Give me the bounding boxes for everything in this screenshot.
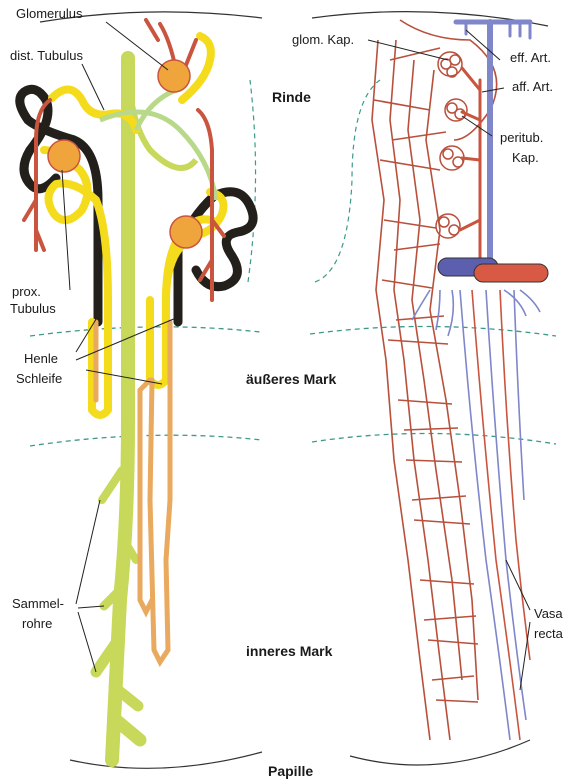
label-henle-1: Henle [24, 351, 58, 366]
capillary-network [372, 20, 497, 740]
label-glom-kap: glom. Kap. [292, 32, 354, 47]
label-sammel-1: Sammel- [12, 596, 64, 611]
glomerular-capillaries [436, 52, 467, 238]
zone-inneres-mark: inneres Mark [246, 643, 333, 659]
zone-papille: Papille [268, 763, 313, 779]
label-eff-art: eff. Art. [510, 50, 551, 65]
papilla-outline-right [350, 740, 530, 765]
label-glomerulus: Glomerulus [16, 6, 83, 21]
label-vasa-1: Vasa [534, 606, 563, 621]
label-aff-art: aff. Art. [512, 79, 553, 94]
label-vasa-2: recta [534, 626, 564, 641]
zone-aeusseres-mark: äußeres Mark [246, 371, 336, 387]
glomerulus-1 [158, 60, 190, 92]
label-prox-tubulus-1: prox. [12, 284, 41, 299]
glomerulus-3 [170, 216, 202, 248]
medullary-ray-right [315, 80, 380, 282]
label-peritub-2: Kap. [512, 150, 539, 165]
glomerulus-2 [48, 140, 80, 172]
connecting-tubules [100, 90, 216, 200]
medullary-ray-left [248, 80, 256, 282]
papilla-outline-left [70, 752, 262, 768]
arcuate-artery [474, 264, 548, 282]
zone-rinde: Rinde [272, 89, 311, 105]
label-henle-2: Schleife [16, 371, 62, 386]
outer-inner-medulla-boundary-right [312, 433, 556, 444]
label-dist-tubulus: dist. Tubulus [10, 48, 83, 63]
outer-inner-medulla-boundary-left [30, 435, 262, 446]
label-prox-tubulus-2: Tubulus [10, 301, 56, 316]
label-peritub-1: peritub. [500, 130, 543, 145]
arterial-tree [460, 68, 480, 262]
label-sammel-2: rohre [22, 616, 52, 631]
